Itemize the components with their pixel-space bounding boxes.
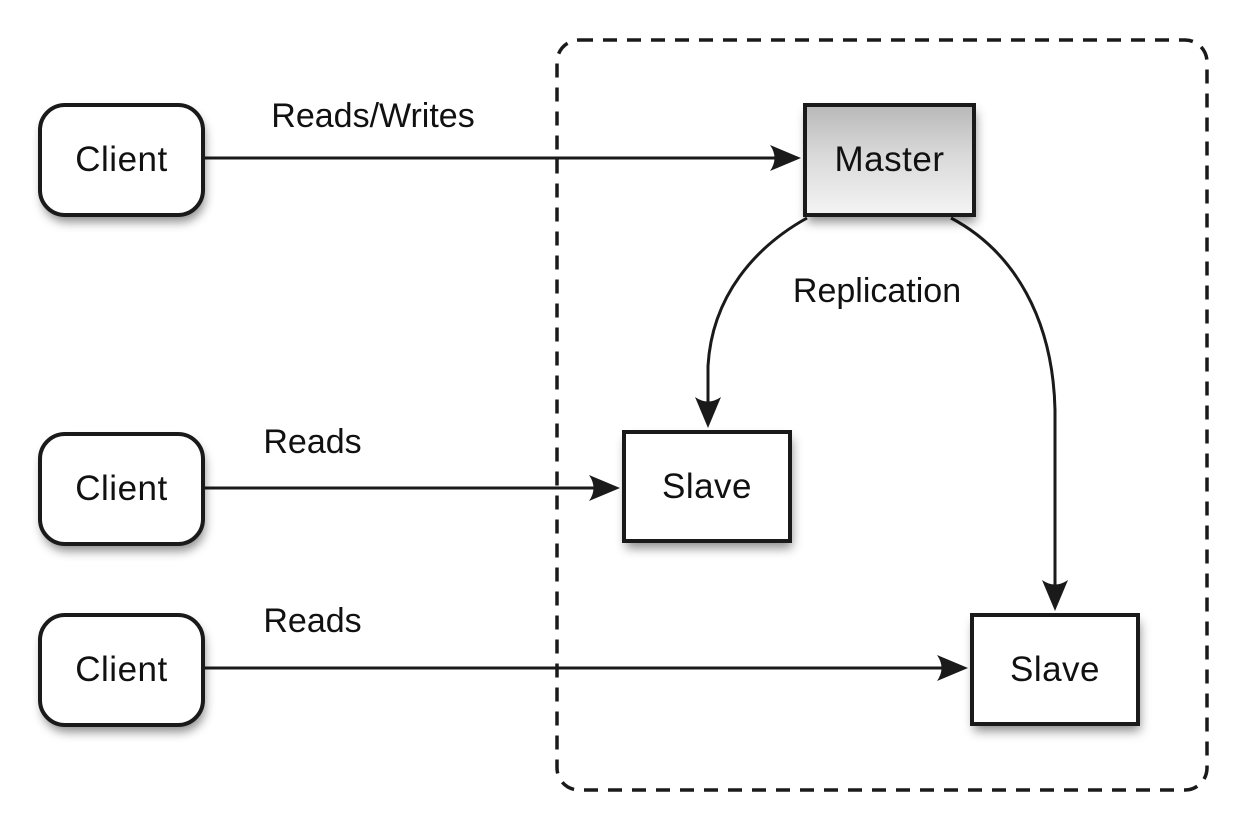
arrow-line-master-to-slave2 bbox=[950, 216, 1057, 587]
arrowhead-client2-to-slave1 bbox=[589, 475, 620, 501]
arrowhead-client1-to-master bbox=[770, 145, 801, 171]
edge-label-reads-middle: Reads bbox=[263, 423, 362, 461]
edge-label-replication: Replication bbox=[792, 272, 962, 310]
arrowhead-master-to-slave2 bbox=[1042, 580, 1068, 611]
arrow-line-master-to-slave1 bbox=[706, 216, 808, 404]
master-node: Master bbox=[803, 103, 976, 217]
arrowhead-master-to-slave1 bbox=[695, 397, 721, 428]
edge-label-reads-writes: Reads/Writes bbox=[271, 97, 475, 135]
client-node-3: Client bbox=[38, 613, 205, 727]
edge-label-reads-bottom: Reads bbox=[263, 602, 362, 640]
slave-node-2: Slave bbox=[970, 613, 1140, 726]
replication-cluster-boundary bbox=[555, 38, 1209, 792]
client-node-2: Client bbox=[38, 432, 205, 546]
client-node-1: Client bbox=[38, 103, 205, 217]
slave-node-1: Slave bbox=[622, 430, 792, 543]
arrowhead-client3-to-slave2 bbox=[937, 655, 968, 681]
